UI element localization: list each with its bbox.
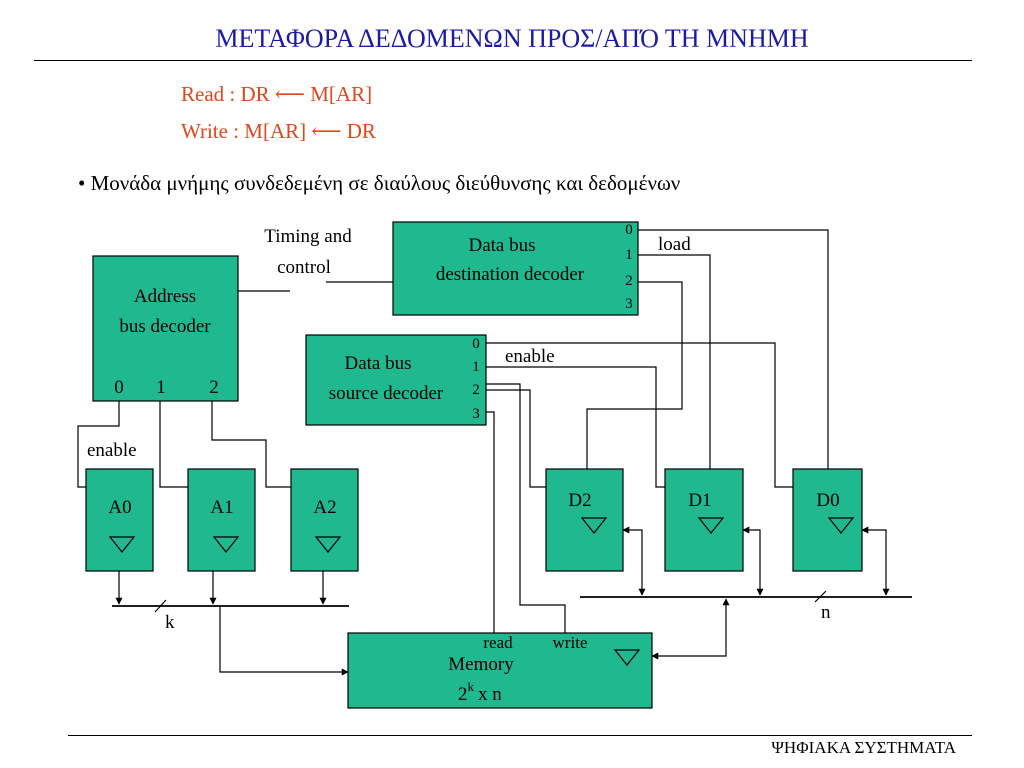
register-a1 [187, 468, 256, 572]
d1-clock-icon [697, 517, 725, 534]
dest-decoder-label-2: destination decoder [436, 264, 585, 285]
address-output-1: 1 [156, 377, 166, 398]
register-a0 [85, 468, 154, 572]
blocks [85, 221, 863, 709]
address-bus-width-slash [154, 599, 167, 613]
enable-wire-d1 [486, 366, 665, 488]
source-decoder-label-1: Data bus [344, 353, 411, 374]
address-bus-decoder [92, 255, 239, 402]
address-bus-width-label: k [165, 612, 175, 633]
address-bus-to-memory [219, 606, 349, 676]
load-label: load [658, 234, 691, 255]
register-d1 [664, 468, 744, 572]
a2-clock-icon [314, 536, 342, 553]
d2-bus-link [622, 526, 646, 596]
footer-rule [68, 735, 972, 736]
enable-wire-a0 [77, 400, 120, 488]
memory-clock-icon [613, 649, 641, 666]
enable-wire-d2 [486, 389, 546, 488]
d2-clock-icon [580, 517, 608, 534]
a1-clock-icon [212, 536, 240, 553]
d0-clock-icon [827, 517, 855, 534]
address-decoder-label-1: Address [134, 286, 196, 307]
address-decoder-label-2: bus decoder [119, 316, 211, 337]
address-output-0: 0 [114, 377, 124, 398]
d1-bus-link [742, 526, 764, 596]
dest-output-2: 2 [625, 273, 633, 289]
footer-text: ΨΗΦΙΑΚΑ ΣΥΣΤΗΜΑΤΑ [771, 738, 956, 757]
enable-source-label: enable [505, 346, 555, 367]
read-operation: Read : DR ⟵ M[AR] [181, 82, 373, 106]
data-bus-width-slash [814, 590, 827, 603]
source-output-0: 0 [472, 336, 480, 352]
load-wire-d2 [586, 281, 683, 469]
enable-wire-d0 [486, 342, 793, 488]
enable-wire-a1 [159, 400, 188, 488]
register-d1-label: D1 [688, 490, 711, 511]
load-wire-d1 [631, 254, 711, 469]
enable-wire-a2 [211, 400, 291, 488]
a0-clock-icon [108, 536, 136, 553]
dest-output-0: 0 [625, 222, 633, 238]
register-a2 [290, 468, 359, 572]
register-d0-label: D0 [816, 490, 839, 511]
register-d0 [792, 468, 863, 572]
address-output-2: 2 [209, 377, 219, 398]
dest-output-1: 1 [625, 247, 633, 263]
page-title: ΜΕΤΑΦΟΡΑ ΔΕΔΟΜΕΝΩΝ ΠΡΟΣ/ΑΠΌ ΤΗ ΜΝΗΜΗ [215, 24, 809, 53]
bullet-text: • Μονάδα μνήμης συνδεδεμένη σε διαύλους … [78, 171, 681, 195]
source-output-3: 3 [472, 406, 480, 422]
register-a2-label: A2 [313, 497, 336, 518]
data-bus-to-memory [651, 598, 730, 660]
memory-write-wire [486, 383, 566, 633]
title-rule [34, 60, 972, 61]
data-bus-width-label: n [821, 602, 831, 623]
timing-label-line1: Timing and [264, 226, 352, 247]
data-bus-source-decoder [305, 334, 487, 426]
register-a1-label: A1 [210, 497, 233, 518]
source-output-2: 2 [472, 382, 480, 398]
memory-size-exponent: k [468, 679, 475, 694]
memory-write-label: write [553, 633, 588, 652]
register-d2-label: D2 [568, 490, 591, 511]
dest-output-3: 3 [625, 296, 633, 312]
memory-read-wire [486, 411, 495, 633]
memory-unit [347, 632, 653, 709]
data-bus-destination-decoder [392, 221, 639, 316]
memory-name: Memory [448, 654, 514, 675]
register-d2 [545, 468, 624, 572]
load-wire-d0 [631, 229, 829, 469]
write-operation: Write : M[AR] ⟵ DR [181, 119, 376, 143]
memory-size-rest: x n [478, 684, 502, 705]
source-decoder-label-2: source decoder [329, 383, 444, 404]
memory-read-label: read [483, 633, 513, 652]
source-output-1: 1 [472, 359, 480, 375]
d0-bus-link [861, 526, 890, 596]
register-a0-label: A0 [108, 497, 131, 518]
enable-address-label: enable [87, 440, 137, 461]
dest-decoder-label-1: Data bus [468, 235, 535, 256]
timing-label-line2: control [277, 257, 331, 278]
memory-size-base: 2 [458, 684, 468, 705]
